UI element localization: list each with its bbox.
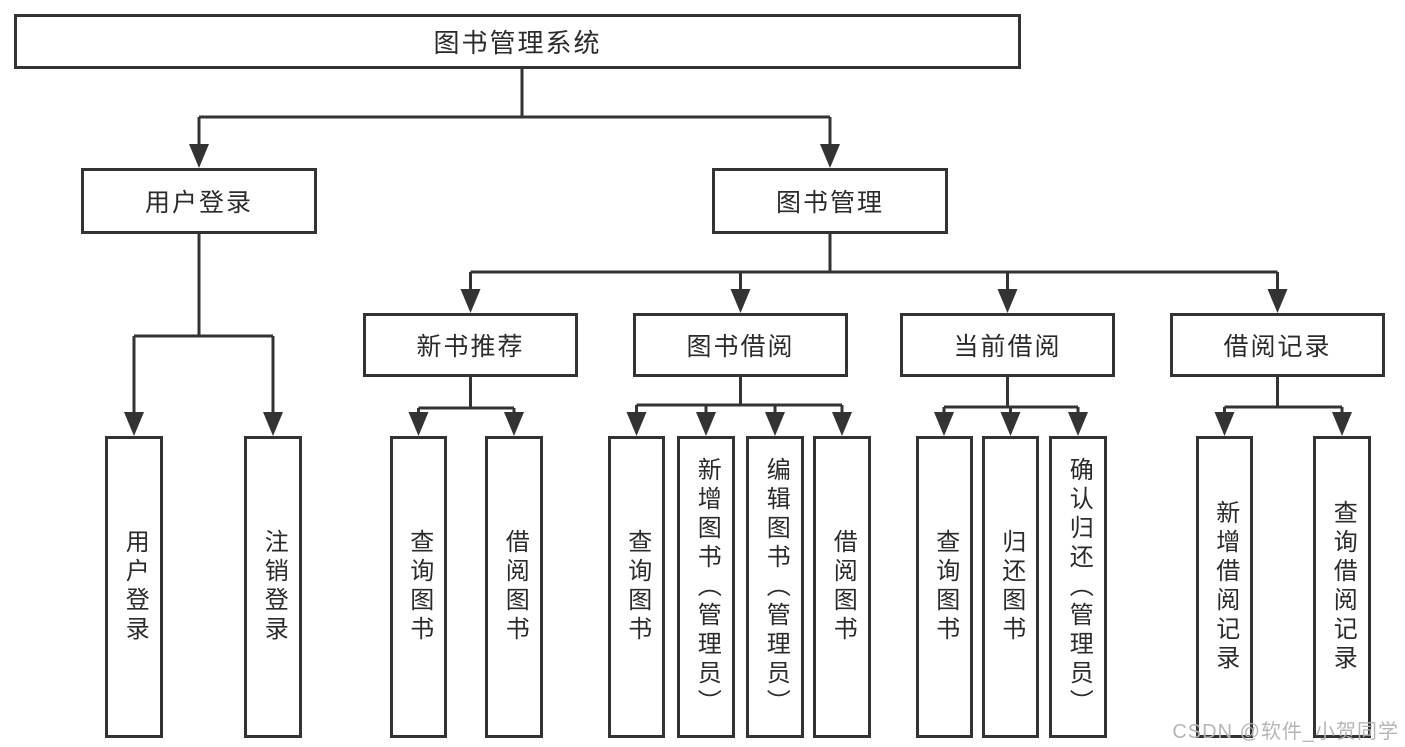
leaf-nbr-borrow-books: 借阅图书 — [485, 436, 543, 738]
connector-currentborrow-to-leaves — [942, 377, 1080, 416]
csdn-watermark: CSDN @软件_小贺同学 — [1172, 721, 1399, 743]
leaf-cb-query-books: 查询图书 — [916, 436, 973, 738]
leaf-bb-edit-books-admin: 编辑图书（管理员） — [746, 436, 804, 738]
leaf-bb-query-books: 查询图书 — [608, 436, 665, 738]
arrowhead — [997, 289, 1018, 313]
arrowhead — [263, 412, 283, 436]
leaf-bb-add-books-admin-label: 新增图书（管理员） — [693, 456, 721, 718]
node-root: 图书管理系统 — [14, 14, 1021, 69]
node-new-book-recommend-label: 新书推荐 — [416, 333, 525, 361]
arrowhead — [1068, 412, 1088, 436]
arrowhead — [696, 412, 716, 436]
leaf-user-login: 用户登录 — [105, 436, 163, 738]
leaf-br-query-record-label: 查询借阅记录 — [1329, 500, 1357, 674]
arrowhead — [1267, 289, 1288, 313]
leaf-cb-return-books: 归还图书 — [982, 436, 1039, 738]
node-root-label: 图书管理系统 — [433, 28, 602, 58]
node-borrow-record-label: 借阅记录 — [1223, 333, 1332, 361]
connector-newbook-to-leaves — [417, 377, 516, 416]
leaf-cb-confirm-return-admin: 确认归还（管理员） — [1049, 436, 1107, 738]
leaf-bb-edit-books-admin-label: 编辑图书（管理员） — [762, 456, 790, 718]
leaf-cb-query-books-label: 查询图书 — [931, 529, 959, 645]
leaf-cb-return-books-label: 归还图书 — [997, 529, 1025, 645]
arrowhead — [1214, 412, 1235, 436]
arrowhead — [934, 412, 954, 436]
node-book-borrow: 图书借阅 — [633, 313, 848, 377]
leaf-nbr-borrow-books-label: 借阅图书 — [501, 529, 529, 645]
leaf-br-query-record: 查询借阅记录 — [1313, 436, 1371, 738]
connector-userlogin-to-leaves — [132, 233, 275, 416]
arrowhead — [730, 289, 751, 313]
leaf-nbr-query-books-label: 查询图书 — [405, 529, 433, 645]
leaf-logout-label: 注销登录 — [260, 529, 288, 645]
node-new-book-recommend: 新书推荐 — [363, 313, 578, 377]
connector-bookmgmt-to-groups — [469, 233, 1279, 292]
connector-root-to-level1 — [197, 68, 832, 148]
leaf-nbr-query-books: 查询图书 — [390, 436, 447, 738]
leaf-bb-borrow-books: 借阅图书 — [813, 436, 871, 738]
connector-borrowrecord-to-leaves — [1223, 377, 1344, 416]
leaf-bb-query-books-label: 查询图书 — [623, 529, 651, 645]
leaf-logout: 注销登录 — [244, 436, 302, 738]
arrowhead — [820, 144, 840, 168]
node-book-borrow-label: 图书借阅 — [686, 333, 795, 361]
arrowhead — [124, 412, 144, 436]
leaf-br-add-record-label: 新增借阅记录 — [1211, 500, 1239, 674]
node-user-login-label: 用户登录 — [144, 189, 253, 217]
node-current-borrow: 当前借阅 — [900, 313, 1115, 377]
node-borrow-record: 借阅记录 — [1170, 313, 1385, 377]
arrowhead — [1332, 412, 1352, 436]
leaf-bb-add-books-admin: 新增图书（管理员） — [677, 436, 735, 738]
leaf-user-login-label: 用户登录 — [121, 529, 149, 645]
node-book-management-label: 图书管理 — [775, 189, 884, 217]
arrowhead — [832, 412, 852, 436]
arrowhead — [189, 144, 209, 168]
arrowhead — [765, 412, 785, 436]
node-book-management: 图书管理 — [712, 168, 948, 234]
leaf-bb-borrow-books-label: 借阅图书 — [829, 529, 857, 645]
arrowhead — [460, 289, 481, 313]
arrowhead — [408, 412, 429, 436]
arrowhead — [626, 412, 647, 436]
node-current-borrow-label: 当前借阅 — [953, 333, 1062, 361]
arrowhead — [504, 412, 524, 436]
leaf-cb-confirm-return-admin-label: 确认归还（管理员） — [1065, 456, 1093, 718]
node-user-login: 用户登录 — [81, 168, 317, 234]
arrowhead — [1000, 412, 1021, 436]
connector-bookborrow-to-leaves — [635, 377, 844, 416]
leaf-br-add-record: 新增借阅记录 — [1196, 436, 1253, 738]
